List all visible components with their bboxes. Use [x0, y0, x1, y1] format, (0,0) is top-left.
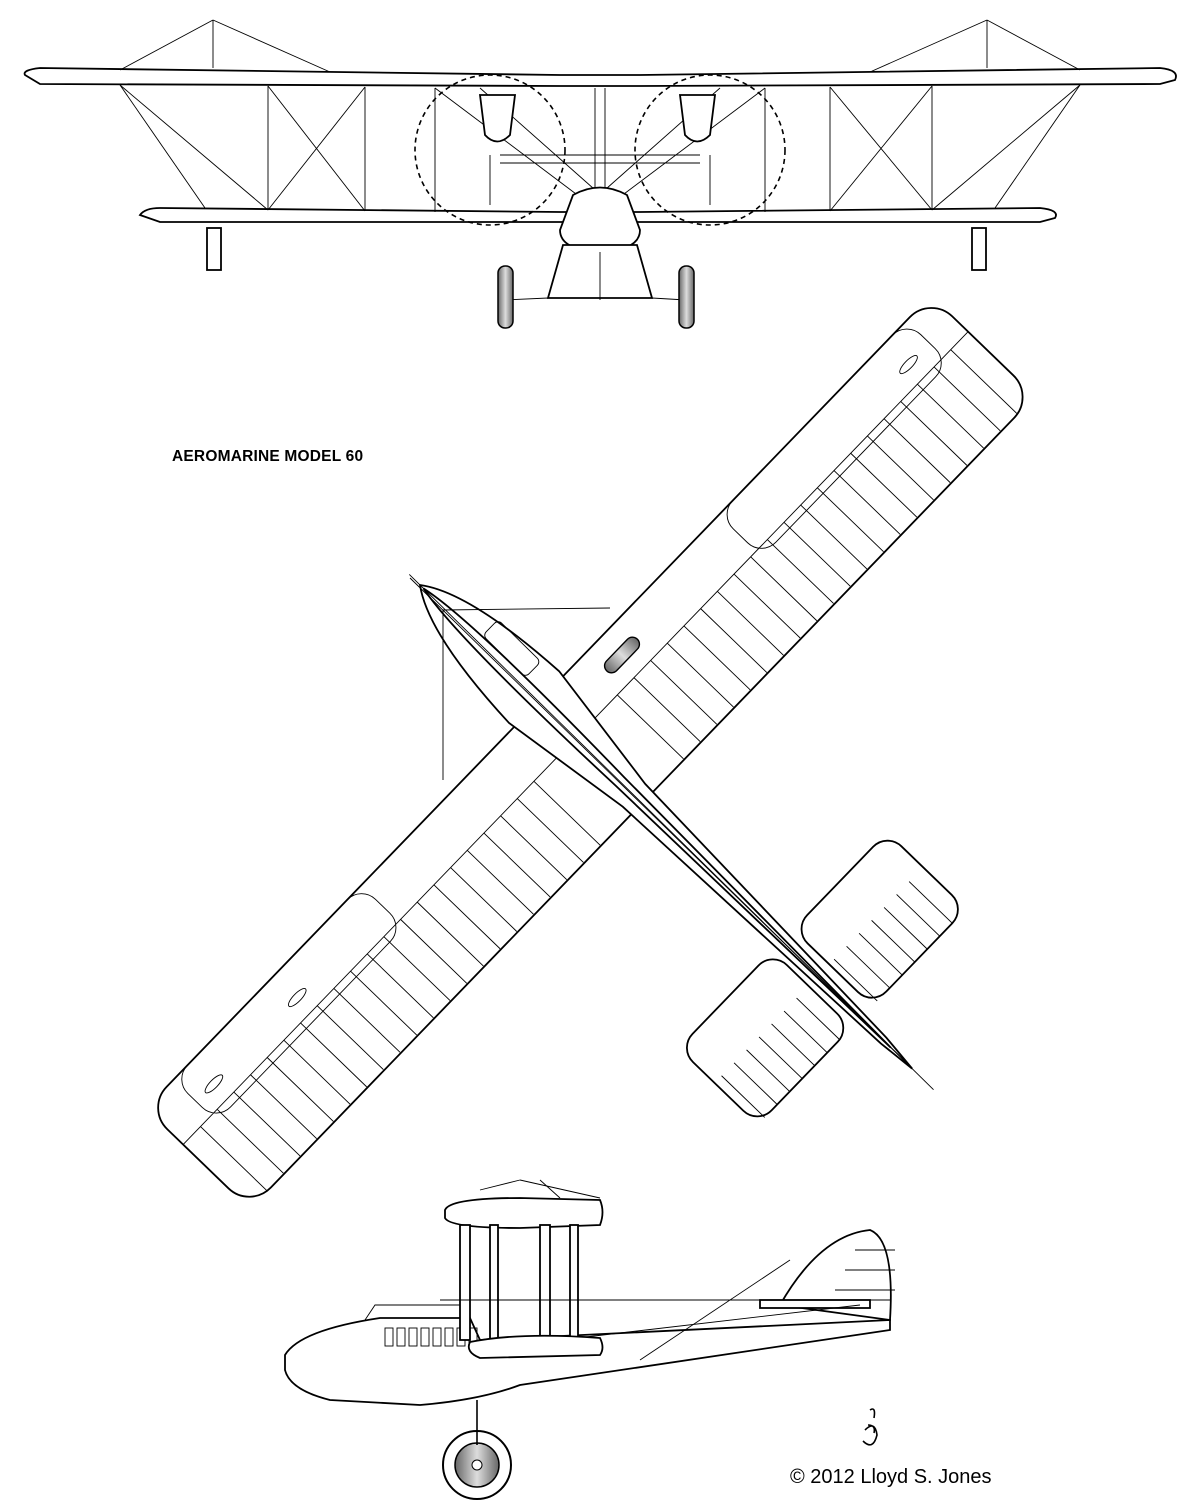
tail-rib: [858, 933, 903, 976]
tailplane-side: [759, 1299, 871, 1309]
wing-rib: [917, 383, 984, 449]
cabin-window: [420, 1327, 430, 1347]
right-wheel: [678, 265, 695, 329]
wing-rib: [666, 642, 734, 708]
tail-fin: [778, 1229, 892, 1322]
upper-wing: [23, 67, 1177, 87]
upper-wing-side: [444, 1197, 604, 1229]
tail-rib: [833, 958, 878, 1002]
wing-rib: [516, 798, 584, 863]
cabin-window: [408, 1327, 418, 1347]
plan-wheel: [603, 636, 641, 674]
cabin-window: [396, 1327, 406, 1347]
front-view: [23, 19, 1177, 329]
wing-rib: [817, 487, 884, 553]
wing-rib: [767, 539, 834, 604]
signature-monogram: [862, 1408, 878, 1446]
hull-side: [284, 1317, 891, 1406]
tailplane: [686, 839, 959, 1118]
wing-rib: [850, 452, 918, 518]
wing-rib: [350, 970, 418, 1036]
drawing-title: AEROMARINE MODEL 60: [172, 448, 364, 465]
wing-rib: [483, 832, 551, 898]
tail-rib: [771, 1023, 816, 1066]
wing-rib: [867, 435, 934, 501]
tail-rib: [746, 1049, 791, 1092]
wing-rib: [266, 1057, 334, 1122]
wing-rib: [500, 815, 568, 881]
right-propeller-arc: [634, 74, 786, 226]
side-view: [284, 1179, 895, 1500]
wing-rib: [383, 936, 451, 1001]
tail-rib: [896, 894, 941, 937]
wing-rib: [833, 470, 901, 535]
wing-rib: [616, 694, 684, 760]
tail-rib: [733, 1062, 778, 1105]
left-propeller-arc: [414, 74, 566, 226]
wing-rib: [950, 349, 1018, 414]
left-float: [206, 227, 222, 271]
wing-rib: [450, 867, 518, 932]
tail-rib: [758, 1036, 803, 1079]
copyright-credit: © 2012 Lloyd S. Jones: [790, 1466, 992, 1488]
wing-rib: [717, 591, 784, 656]
tail-rib: [883, 907, 928, 950]
wing-rib: [433, 884, 501, 950]
wing-rib: [316, 1005, 384, 1070]
wing-rib: [233, 1091, 301, 1157]
lower-wing-side: [467, 1334, 604, 1359]
tail-rib: [783, 1010, 828, 1054]
wing-rib: [216, 1108, 284, 1174]
left-radiator: [478, 94, 517, 143]
wing-rib: [633, 677, 701, 742]
left-wheel: [497, 265, 514, 329]
wing-rib: [333, 988, 401, 1053]
wing-rib: [466, 850, 534, 915]
wing-rib: [650, 660, 718, 725]
tail-rib: [846, 945, 891, 989]
wing-struts: [119, 19, 1081, 213]
right-float: [971, 227, 987, 271]
wing-rib: [416, 901, 484, 967]
wing-rib: [366, 953, 434, 1019]
wing-rib: [783, 521, 851, 587]
cabin-window: [432, 1327, 442, 1347]
wing-rib: [933, 366, 1001, 432]
cabin-window: [444, 1327, 454, 1347]
wing-rib: [400, 919, 468, 984]
wing-rib: [300, 1022, 368, 1088]
wing-rib: [200, 1126, 267, 1191]
tail-rib: [908, 881, 953, 924]
tail-rib: [721, 1075, 766, 1118]
wing-rib: [900, 401, 968, 466]
wing-rib: [683, 625, 751, 691]
wing-rib: [883, 418, 951, 483]
plan-view: [157, 307, 1024, 1198]
right-radiator: [678, 94, 717, 143]
hull-front: [559, 186, 641, 253]
tail-rib: [871, 920, 916, 963]
wing-rib: [700, 608, 768, 673]
wing-rib: [750, 556, 818, 622]
wing-rib: [733, 573, 801, 639]
wing-rib: [283, 1039, 351, 1105]
wing-rib: [250, 1074, 318, 1139]
wing-rib: [800, 504, 868, 570]
cabin-window: [384, 1327, 394, 1347]
tail-rib: [796, 997, 841, 1041]
wing-rib: [533, 780, 601, 846]
